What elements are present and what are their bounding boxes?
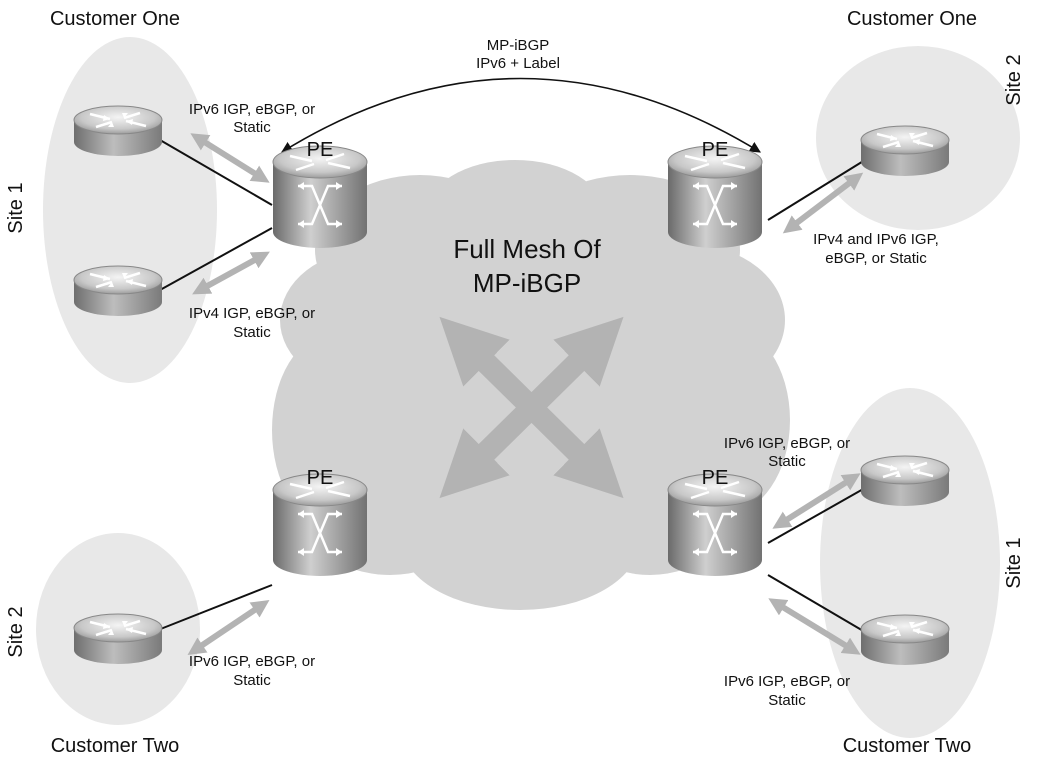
pe-label-top-left: PE: [307, 139, 334, 161]
site-label-bottom-right: Site 1: [1003, 537, 1025, 588]
customer-label-bottom-left: Customer Two: [51, 735, 180, 757]
site-label-bottom-left: Site 2: [5, 606, 27, 657]
link-label-tl-upper-1: IPv6 IGP, eBGP, or: [189, 101, 315, 118]
link-label-br-upper-2: Static: [768, 453, 806, 470]
link-label-tr-1: IPv4 and IPv6 IGP,: [813, 231, 939, 248]
site-bubble-top-left: [43, 37, 217, 383]
customer-label-bottom-right: Customer Two: [843, 735, 972, 757]
ce-router-bottom-right-2: [859, 613, 951, 667]
pe-label-top-right: PE: [702, 139, 729, 161]
link-label-tl-lower-1: IPv4 IGP, eBGP, or: [189, 305, 315, 322]
pe-router-top-left: [271, 144, 369, 250]
link-label-tl-lower-2: Static: [233, 324, 271, 341]
link-label-bl-1: IPv6 IGP, eBGP, or: [189, 653, 315, 670]
pe-router-bottom-left: [271, 472, 369, 578]
link-label-br-lower-2: Static: [768, 692, 806, 709]
ce-router-bottom-left: [72, 612, 164, 666]
ce-router-top-left-1: [72, 104, 164, 158]
customer-label-top-left: Customer One: [50, 8, 180, 30]
ce-router-bottom-right-1: [859, 454, 951, 508]
link-label-br-upper-1: IPv6 IGP, eBGP, or: [724, 435, 850, 452]
full-mesh-arrows: [439, 316, 624, 499]
link-label-br-lower-1: IPv6 IGP, eBGP, or: [724, 673, 850, 690]
site-label-top-right: Site 2: [1003, 54, 1025, 105]
customer-label-top-right: Customer One: [847, 8, 977, 30]
ce-router-top-left-2: [72, 264, 164, 318]
link-label-bl-2: Static: [233, 672, 271, 689]
core-label-line2: MP-iBGP: [473, 268, 581, 298]
pe-router-top-right: [666, 144, 764, 250]
mp-ibgp-session-curve: [281, 77, 761, 153]
session-label-line2: IPv6 + Label: [476, 55, 560, 72]
core-label-line1: Full Mesh Of: [453, 234, 601, 264]
route-exchange-arrows: [187, 133, 864, 656]
session-label-line1: MP-iBGP: [487, 37, 550, 54]
link-label-tl-upper-2: Static: [233, 119, 271, 136]
pe-label-bottom-left: PE: [307, 467, 334, 489]
link-label-tr-2: eBGP, or Static: [825, 250, 927, 267]
pe-label-bottom-right: PE: [702, 467, 729, 489]
ce-router-top-right: [859, 124, 951, 178]
pe-router-bottom-right: [666, 472, 764, 578]
site-label-top-left: Site 1: [5, 182, 27, 233]
